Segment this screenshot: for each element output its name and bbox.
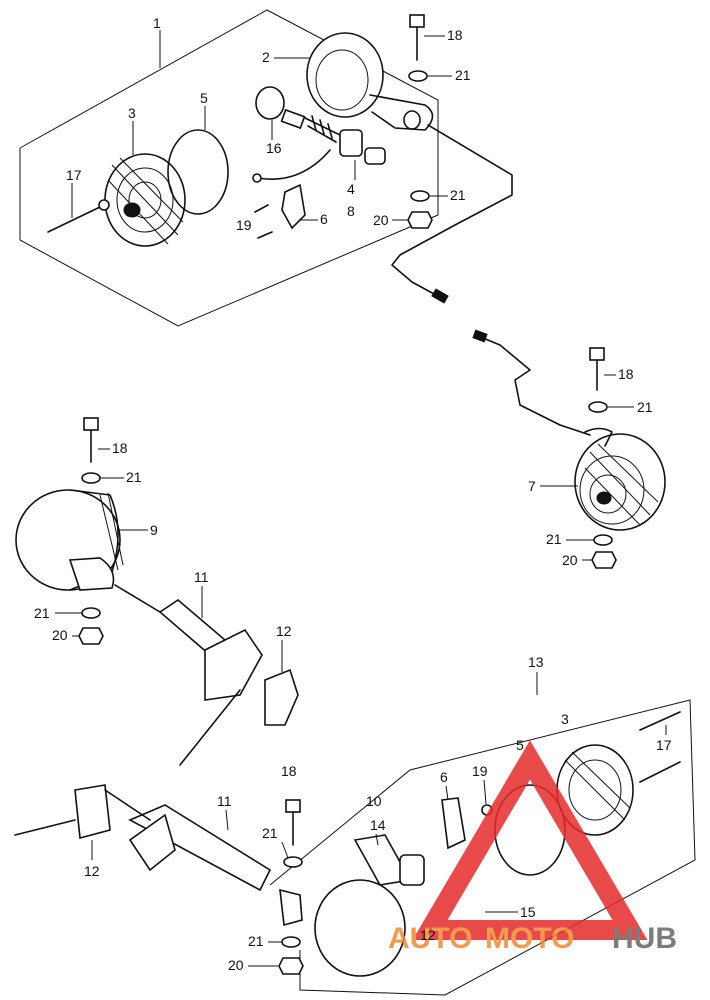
gasket-5 [167, 129, 229, 215]
washer-21-f [81, 607, 101, 619]
watermark-hub: HUB [612, 922, 677, 955]
nut-20-b [591, 551, 617, 569]
washer-21-g [283, 856, 303, 868]
callout-11: 11 [194, 569, 209, 585]
callout-17: 17 [66, 167, 82, 183]
callout-21: 21 [262, 825, 278, 841]
nut-20-a [407, 211, 433, 229]
washer-21-d [593, 534, 613, 546]
washer-21-b [410, 190, 430, 202]
callout-12: 12 [84, 863, 100, 879]
lamp-body-lower [314, 879, 406, 977]
callout-10: 10 [366, 793, 382, 809]
callout-20: 20 [52, 627, 68, 643]
harness-1 [391, 124, 513, 301]
callout-21: 21 [637, 399, 653, 415]
callout-21: 21 [126, 469, 142, 485]
nut-20-c [78, 627, 104, 645]
stay-11-a [114, 584, 263, 701]
harness-7 [477, 335, 591, 436]
callout-4: 4 [347, 181, 355, 197]
bracket-6-b [441, 797, 466, 850]
callout-12: 12 [420, 927, 436, 943]
bolt-18-a [409, 14, 425, 61]
bolt-18-b [589, 347, 605, 391]
callout-18: 18 [281, 763, 297, 779]
callout-6: 6 [320, 211, 328, 227]
nut-20-d [278, 957, 304, 975]
watermark-auto: AUTO [388, 922, 472, 955]
bracket-12-a [264, 668, 299, 726]
callout-21: 21 [455, 67, 471, 83]
callout-3: 3 [561, 711, 569, 727]
callout-7: 7 [528, 478, 536, 494]
callout-21: 21 [450, 187, 466, 203]
callout-11: 11 [217, 793, 232, 809]
wire-11-a [179, 689, 241, 766]
lamp-9 [15, 489, 124, 591]
stay-11-b [128, 804, 272, 892]
wire-11-b [14, 789, 151, 836]
bolt-18-d [285, 799, 301, 846]
screw-17 [47, 199, 110, 233]
callout-19: 19 [472, 763, 488, 779]
callout-9: 9 [150, 522, 158, 538]
callout-labels: 1 2 3 5 17 16 19 6 4 8 18 21 21 20 18 21… [34, 15, 672, 973]
bolt-18-c [83, 417, 99, 463]
bracket-12-c [279, 888, 303, 927]
callout-16: 16 [266, 140, 282, 156]
callout-18: 18 [618, 366, 634, 382]
callout-18: 18 [447, 27, 463, 43]
callout-15: 15 [520, 904, 536, 920]
callout-2: 2 [262, 49, 270, 65]
bracket-6 [281, 183, 306, 230]
bracket-12-b [74, 784, 111, 840]
washer-21-h [281, 936, 301, 948]
callout-3: 3 [128, 105, 136, 121]
callout-18: 18 [112, 440, 128, 456]
washer-21-c [588, 401, 608, 413]
callout-20: 20 [562, 552, 578, 568]
callout-20: 20 [228, 957, 244, 973]
callout-8: 8 [347, 203, 355, 219]
socket-10 [399, 854, 425, 886]
callout-17: 17 [656, 737, 672, 753]
housing-2 [306, 32, 434, 131]
ground-wire [257, 149, 331, 180]
callout-5: 5 [516, 737, 524, 753]
callout-21: 21 [34, 605, 50, 621]
callout-21: 21 [546, 531, 562, 547]
lens-3 [104, 153, 186, 247]
callout-12: 12 [276, 623, 292, 639]
group-outline-1 [19, 9, 439, 327]
washer-21-a [408, 70, 428, 82]
bulb-16 [255, 86, 306, 130]
screws-17-b [639, 711, 681, 783]
washer-21-e [81, 472, 101, 484]
callout-6: 6 [440, 769, 448, 785]
callout-20: 20 [373, 212, 389, 228]
lamp-7 [574, 427, 666, 531]
watermark-logo: AUTO MOTO HUB [388, 740, 677, 955]
callout-13: 13 [528, 654, 544, 670]
watermark-moto: MOTO [485, 922, 574, 955]
socket-4 [304, 115, 386, 165]
callout-5: 5 [200, 90, 208, 106]
callout-1: 1 [153, 15, 161, 31]
callout-21: 21 [248, 933, 264, 949]
callout-19: 19 [236, 217, 252, 233]
group-outline-13 [269, 699, 696, 996]
screws-19 [254, 204, 273, 239]
callout-14: 14 [370, 817, 386, 833]
